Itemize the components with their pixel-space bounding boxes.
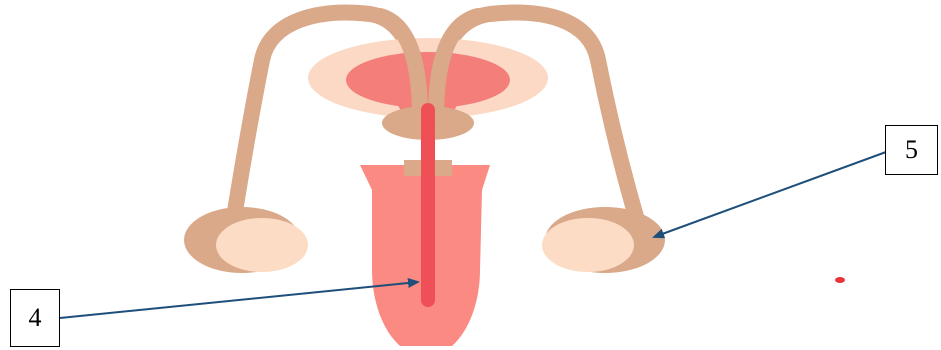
left-testis bbox=[216, 218, 308, 272]
right-testis bbox=[542, 218, 634, 272]
arrow-icon-4 bbox=[60, 282, 418, 318]
red-dot bbox=[835, 277, 845, 283]
label-4-box: 4 bbox=[10, 289, 60, 347]
arrow-icon-5 bbox=[654, 152, 886, 237]
label-4-text: 4 bbox=[29, 303, 42, 333]
gland-inner bbox=[346, 52, 510, 108]
label-5-box: 5 bbox=[885, 125, 938, 175]
label-5-text: 5 bbox=[905, 135, 918, 165]
